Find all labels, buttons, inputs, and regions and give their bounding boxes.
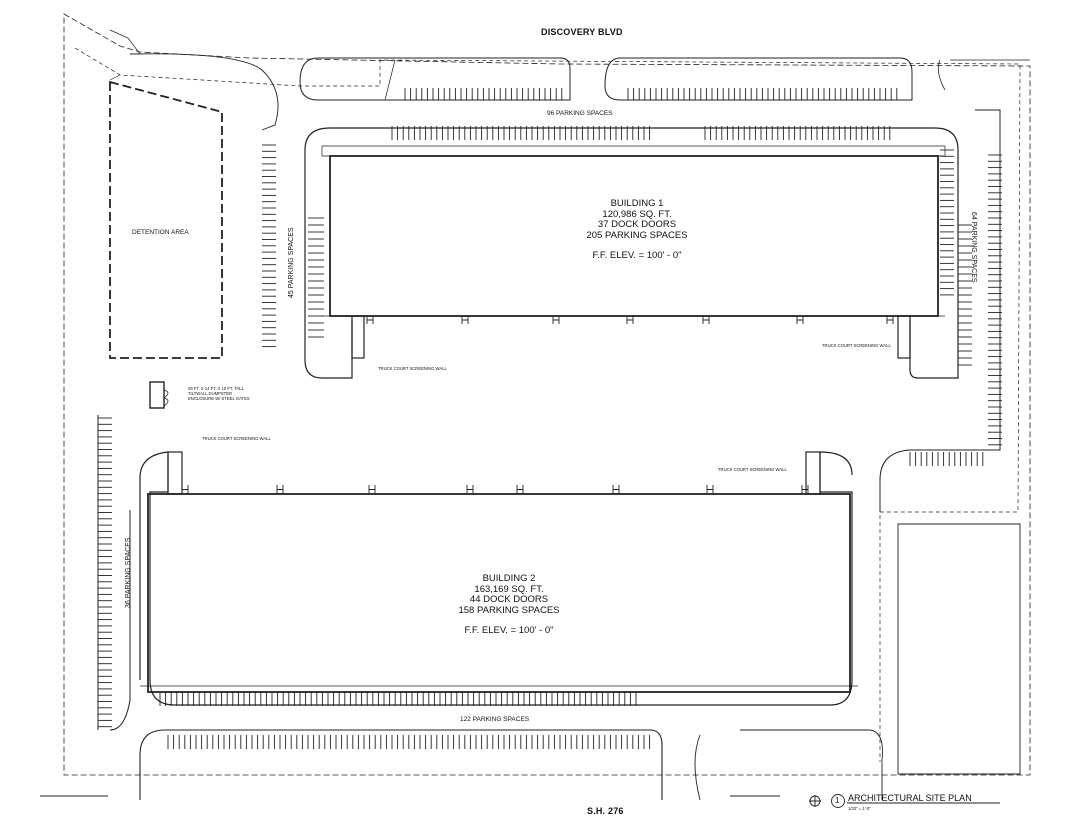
dock-door	[552, 316, 560, 324]
dock-door	[702, 316, 710, 324]
dumpster-note: 28 FT. X 14 FT. X 10 FT. TALL TILTWALL D…	[188, 386, 250, 401]
dock-door	[276, 485, 284, 494]
detention-label: DETENTION AREA	[132, 229, 189, 236]
b1-name: BUILDING 1	[610, 198, 664, 209]
screen-wall-note-b1-west: TRUCK COURT SCREENING WALL	[378, 366, 447, 371]
b1-area: 120,986 SQ. FT.	[602, 208, 672, 220]
screen-wall-note-b2-east: TRUCK COURT SCREENING WALL	[718, 467, 787, 472]
dock-door	[886, 316, 894, 324]
title-number: 1	[835, 796, 840, 805]
road-label-north: DISCOVERY BLVD	[541, 27, 623, 37]
b1-parking-ring	[304, 127, 959, 379]
dock-door	[181, 485, 189, 494]
b1-parking: 205 PARKING SPACES	[586, 229, 688, 241]
b2-docks: 44 DOCK DOORS	[469, 594, 549, 605]
parking-label-b2-west: 36 PARKING SPACES	[125, 537, 132, 608]
dock-door	[796, 316, 804, 324]
road-label-south: S.H. 276	[587, 806, 624, 816]
b2-parking: 158 PARKING SPACES	[458, 604, 560, 616]
parking-label-south: 122 PARKING SPACES	[460, 716, 530, 723]
dock-door	[801, 485, 809, 494]
parking-label-north: 96 PARKING SPACES	[547, 110, 613, 117]
north-island-left	[299, 57, 571, 101]
b2-area: 163,169 SQ. FT.	[474, 583, 544, 595]
north-island-right	[604, 57, 913, 101]
building-2-footprint	[147, 493, 851, 693]
parking-label-b1-east: 64 PARKING SPACES	[970, 212, 977, 283]
title-text: ARCHITECTURAL SITE PLAN	[848, 793, 972, 803]
screen-wall-note-b1-east: TRUCK COURT SCREENING WALL	[822, 343, 891, 348]
dock-door	[368, 485, 376, 494]
title-scale: 1/32" = 1'-0"	[848, 806, 871, 811]
dock-door	[626, 316, 634, 324]
building-2-label: BUILDING 2 163,169 SQ. FT. 44 DOCK DOORS…	[458, 573, 560, 637]
dock-door	[516, 485, 524, 494]
b1-elev: F.F. ELEV. = 100' - 0"	[592, 250, 682, 261]
dock-door	[461, 316, 469, 324]
b2-elev: F.F. ELEV. = 100' - 0"	[464, 625, 554, 636]
b2-name: BUILDING 2	[482, 573, 536, 584]
dock-door	[706, 485, 714, 494]
dock-door	[366, 316, 374, 324]
dumpster-note-line3: ENCLOSURE W/ STEEL GATES	[188, 396, 250, 401]
dumpster-enclosure	[149, 381, 165, 409]
dumpster-note-line1: 28 FT. X 14 FT. X 10 FT. TALL	[188, 386, 244, 391]
parking-label-b1-west: 45 PARKING SPACES	[288, 227, 295, 298]
building-1-label: BUILDING 1 120,986 SQ. FT. 37 DOCK DOORS…	[586, 198, 688, 262]
detention-area	[109, 80, 223, 359]
b1-docks: 37 DOCK DOORS	[597, 219, 677, 230]
north-arrow-icon	[809, 794, 1000, 808]
dock-door	[612, 485, 620, 494]
south-island	[139, 729, 663, 800]
dock-door	[466, 485, 474, 494]
dumpster-note-line2: TILTWALL DUMPSTER	[188, 391, 233, 396]
screen-wall-note-b2-west: TRUCK COURT SCREENING WALL	[202, 436, 271, 441]
property-line	[63, 13, 1031, 776]
drive-edge	[74, 47, 1021, 762]
